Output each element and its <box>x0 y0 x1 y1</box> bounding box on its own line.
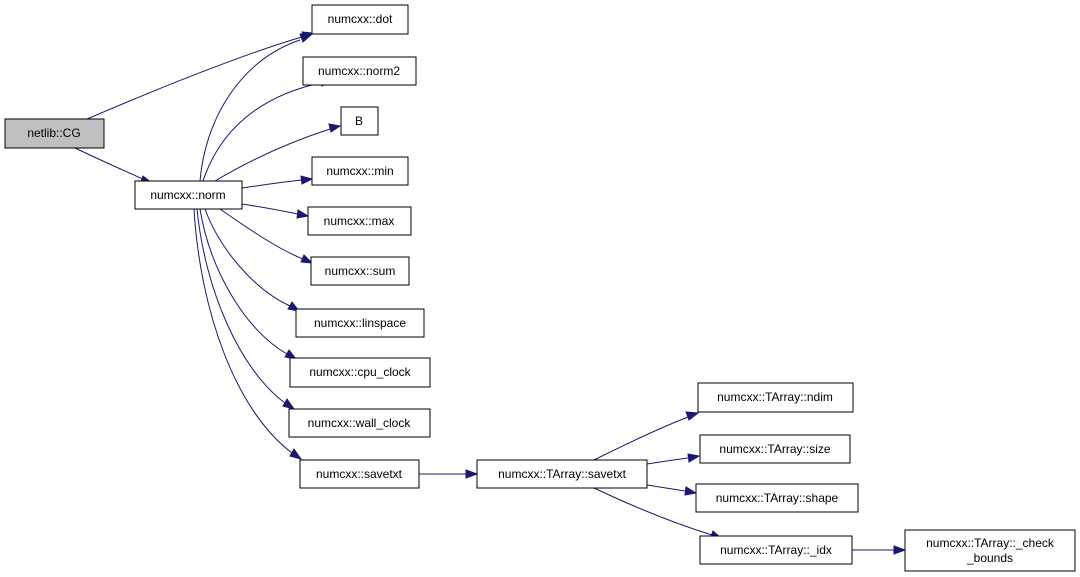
edge-cg-to-dot <box>86 31 314 120</box>
node-label: numcxx::cpu_clock <box>309 365 411 379</box>
node-numcxx-max[interactable]: numcxx::max <box>307 206 412 236</box>
edge-norm-to-wall-clock <box>196 208 296 410</box>
node-label: numcxx::TArray::savetxt <box>498 467 626 481</box>
node-label: numcxx::wall_clock <box>308 416 412 430</box>
node-label: numcxx::max <box>324 214 395 228</box>
node-numcxx-tarray-savetxt[interactable]: numcxx::TArray::savetxt <box>476 459 648 489</box>
edge-norm-to-linspace <box>204 208 301 312</box>
edge-norm-to-min <box>241 175 314 189</box>
node-numcxx-tarray-size[interactable]: numcxx::TArray::size <box>699 434 851 464</box>
node-label: numcxx::TArray::ndim <box>717 390 833 404</box>
node-label: numcxx::TArray::size <box>719 442 830 456</box>
edge-tarray-savetxt-to-shape <box>646 484 698 496</box>
node-numcxx-tarray-ndim[interactable]: numcxx::TArray::ndim <box>697 382 854 413</box>
edge-norm-to-max <box>241 203 310 219</box>
node-numcxx-sum[interactable]: numcxx::sum <box>310 256 410 286</box>
node-netlib-cg[interactable]: netlib::CG <box>4 118 105 149</box>
edge-savetxt-to-tarray-savetxt <box>419 469 479 479</box>
node-numcxx-wall-clock[interactable]: numcxx::wall_clock <box>288 408 431 438</box>
node-label: numcxx::savetxt <box>316 467 403 481</box>
node-label: numcxx::norm <box>150 188 225 202</box>
edge-tarray-savetxt-to-size <box>646 453 701 465</box>
edge-norm-to-b <box>214 123 342 182</box>
node-numcxx-norm[interactable]: numcxx::norm <box>134 180 243 210</box>
edge-tarray-savetxt-to-ndim <box>593 411 700 461</box>
node-label: numcxx::TArray::_idx <box>720 543 832 557</box>
edge-norm-to-sum <box>219 208 314 264</box>
node-label: B <box>355 114 363 128</box>
nodes: netlib::CG numcxx::norm numcxx::dot numc… <box>4 4 1076 572</box>
node-label: numcxx::linspace <box>314 316 406 330</box>
edge-norm-to-savetxt <box>193 208 303 460</box>
edge-norm-to-dot <box>199 33 314 182</box>
node-numcxx-norm2[interactable]: numcxx::norm2 <box>302 56 417 86</box>
edge-idx-to-check-bounds <box>852 545 907 555</box>
node-numcxx-savetxt[interactable]: numcxx::savetxt <box>299 459 420 489</box>
node-b[interactable]: B <box>340 106 379 136</box>
node-numcxx-tarray-idx[interactable]: numcxx::TArray::_idx <box>699 535 853 565</box>
node-label-line-1: numcxx::TArray::_check <box>926 536 1055 550</box>
node-numcxx-min[interactable]: numcxx::min <box>311 156 409 186</box>
node-label: numcxx::min <box>326 164 393 178</box>
node-label-line-2: _bounds <box>966 551 1013 565</box>
node-label: numcxx::norm2 <box>318 64 400 78</box>
node-numcxx-linspace[interactable]: numcxx::linspace <box>295 308 425 338</box>
node-label: numcxx::sum <box>325 264 396 278</box>
edge-norm-to-cpu-clock <box>199 208 298 360</box>
edge-cg-to-norm <box>74 147 154 185</box>
node-label: numcxx::TArray::shape <box>716 491 839 505</box>
node-numcxx-tarray-shape[interactable]: numcxx::TArray::shape <box>695 483 859 513</box>
node-numcxx-cpu-clock[interactable]: numcxx::cpu_clock <box>289 357 431 388</box>
node-numcxx-dot[interactable]: numcxx::dot <box>311 4 409 35</box>
node-label: netlib::CG <box>27 126 80 140</box>
node-numcxx-tarray-check-bounds[interactable]: numcxx::TArray::_check _bounds <box>904 529 1076 572</box>
node-label: numcxx::dot <box>328 12 393 26</box>
